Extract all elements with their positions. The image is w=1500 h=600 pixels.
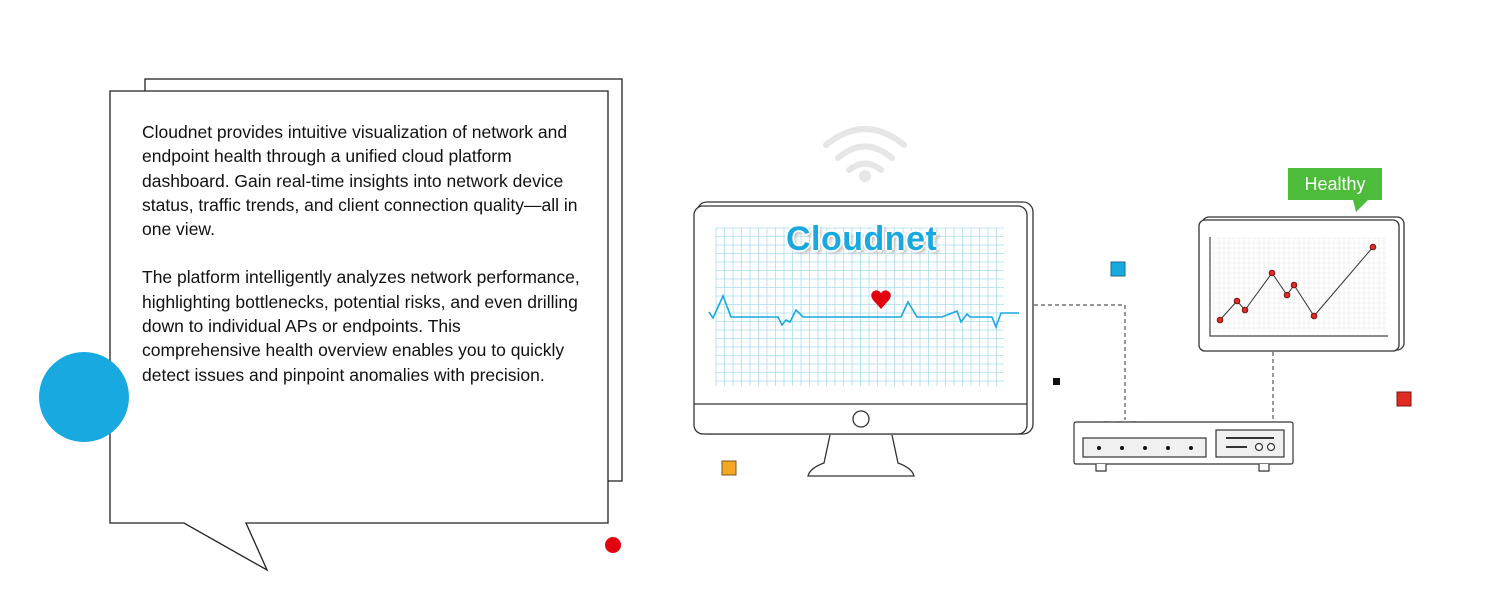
orange-square-decoration xyxy=(721,460,737,476)
chart-point xyxy=(1268,269,1276,277)
description-paragraph-2: The platform intelligently analyzes netw… xyxy=(142,267,580,385)
chart-point xyxy=(1241,306,1249,314)
description-text: Cloudnet provides intuitive visualizatio… xyxy=(142,120,582,411)
chart-point xyxy=(1310,312,1318,320)
heart-icon xyxy=(871,290,891,309)
chart-point xyxy=(1290,281,1298,289)
chart-point xyxy=(1369,243,1377,251)
status-badge: Healthy xyxy=(1288,168,1382,200)
speech-bubble xyxy=(109,90,609,572)
connection-lines xyxy=(1034,304,1274,420)
blue-square-decoration xyxy=(1110,261,1126,277)
blue-circle-decoration xyxy=(39,352,129,442)
black-square-decoration xyxy=(1053,378,1060,385)
chart-point xyxy=(1283,291,1291,299)
description-paragraph-1: Cloudnet provides intuitive visualizatio… xyxy=(142,122,578,240)
chart-point xyxy=(1216,316,1224,324)
monitor xyxy=(693,201,1034,477)
router xyxy=(1073,421,1294,472)
red-dot-decoration xyxy=(605,537,621,553)
wifi-icon xyxy=(823,126,907,182)
red-square-decoration xyxy=(1396,391,1412,407)
chart-point xyxy=(1233,297,1241,305)
brand-logo-text: Cloudnet xyxy=(786,220,938,258)
chart-tablet xyxy=(1198,200,1405,352)
